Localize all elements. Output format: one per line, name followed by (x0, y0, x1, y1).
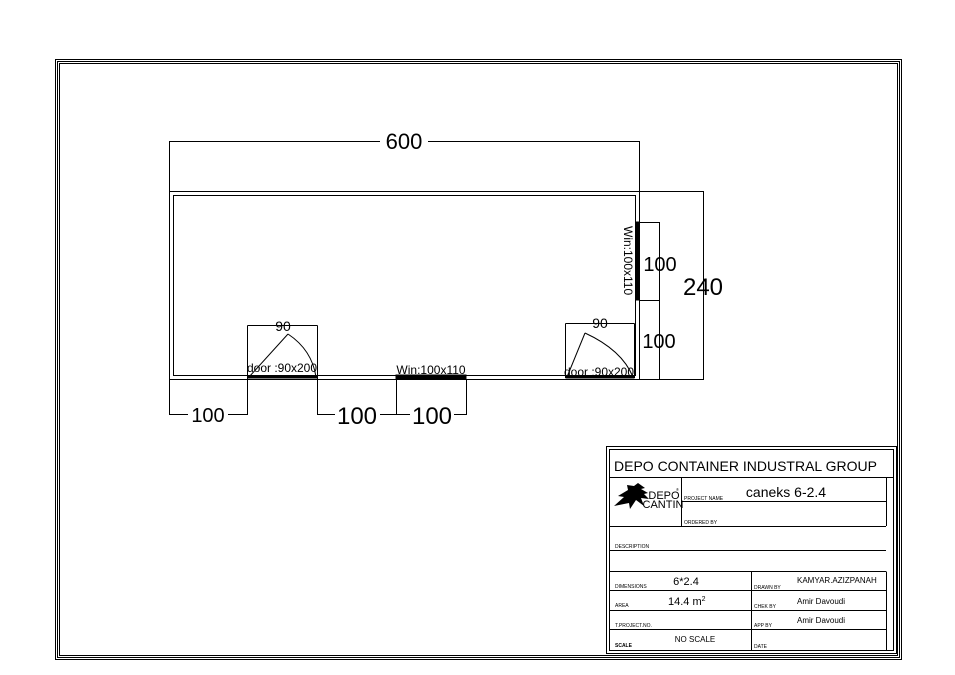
app-by-value: Amir Davoudi (797, 616, 845, 625)
door-right (565, 323, 635, 379)
front-window-label: Win:100x110 (396, 363, 465, 377)
title-block (606, 446, 897, 654)
drawn-by-label: DRAWN BY (754, 585, 781, 591)
drawn-by-value: KAMYAR.AZIZPANAH (797, 576, 877, 585)
dim-bottom-chain (169, 379, 467, 415)
right-lower-dim-label: 100 (642, 331, 675, 353)
sheet-border (55, 59, 902, 660)
door-right-width-label: 90 (592, 315, 608, 331)
dimensions-value: 6*2.4 (673, 576, 699, 588)
area-label: AREA (615, 603, 629, 609)
area-superscript: 2 (702, 596, 706, 603)
logo-registered-mark: ® (676, 487, 679, 492)
check-by-label: CHEK BY (754, 604, 777, 610)
logo: DEPO CANTIN ® (614, 483, 684, 511)
overall-width-label: 240 (683, 274, 723, 301)
scale-value: NO SCALE (675, 635, 715, 644)
right-window-dim-label: 100 (643, 254, 676, 276)
door-right-label: door :90x200 (564, 365, 634, 379)
project-name: caneks 6-2.4 (746, 484, 826, 500)
project-name-label: PROJECT NAME (684, 496, 724, 502)
overall-length-label: 600 (386, 129, 423, 154)
tproject-label: T.PROJECT.NO. (615, 623, 652, 629)
floor-plan (169, 141, 704, 415)
container-inner-wall (173, 195, 636, 376)
ordered-by-label: ORDERED BY (684, 520, 718, 526)
logo-line1: DEPO (648, 490, 680, 502)
scale-label: SCALE (615, 643, 633, 649)
company-name: DEPO CONTAINER INDUSTRAL GROUP (614, 458, 877, 474)
area-value: 14.4 m2 (668, 596, 706, 608)
door-left (247, 325, 318, 415)
right-window-label: Win:100x110 (621, 226, 635, 295)
door-left-label: door :90x200 (247, 361, 317, 375)
bottom-dim-3-label: 100 (412, 403, 452, 430)
container-outer-wall (169, 191, 640, 380)
app-by-label: APP BY (754, 623, 773, 629)
bottom-dim-2-label: 100 (337, 403, 377, 430)
front-window (395, 374, 467, 415)
griffin-logo-icon (614, 483, 649, 509)
check-by-value: Amir Davoudi (797, 597, 845, 606)
date-label: DATE (754, 644, 768, 650)
logo-line2: CANTIN (643, 499, 684, 511)
bottom-dim-1-label: 100 (191, 405, 224, 427)
dimensions-label: DIMENSIONS (615, 584, 647, 590)
door-left-width-label: 90 (275, 318, 291, 334)
dim-overall-length (169, 141, 640, 191)
dim-right-lower (640, 300, 660, 380)
description-label: DESCRIPTION (615, 544, 650, 550)
dim-overall-width (640, 191, 704, 380)
